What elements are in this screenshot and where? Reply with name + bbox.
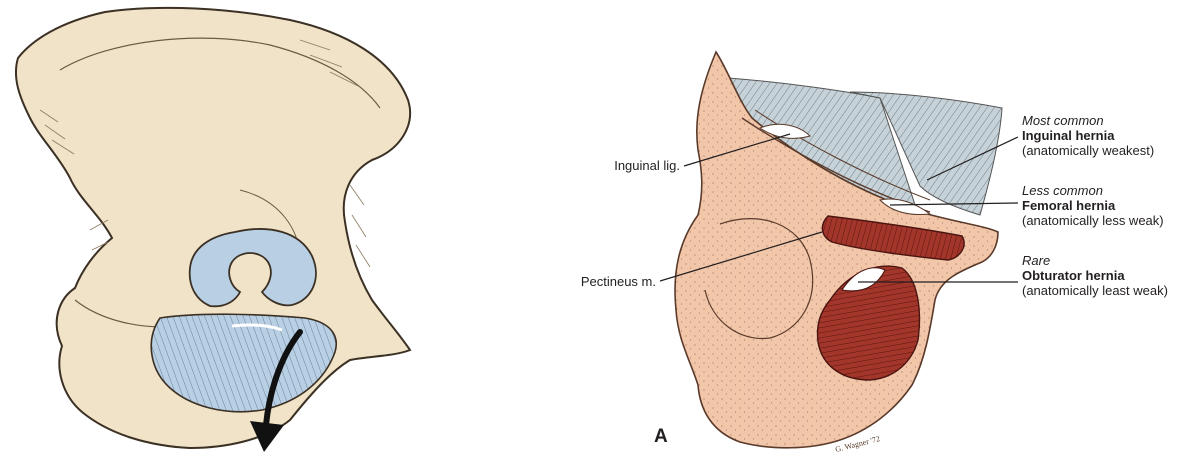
hernia-note: (anatomically least weak): [1022, 283, 1168, 298]
panel-label: A: [654, 426, 668, 448]
hernia-name: Obturator hernia: [1022, 268, 1168, 283]
hernia-group-inguinal: Most common Inguinal hernia (anatomicall…: [1022, 113, 1154, 158]
hernia-frequency: Most common: [1022, 113, 1154, 128]
hernia-frequency: Less common: [1022, 183, 1164, 198]
hernia-group-obturator: Rare Obturator hernia (anatomically leas…: [1022, 253, 1168, 298]
hernia-frequency: Rare: [1022, 253, 1168, 268]
hip-bone-illustration: [16, 8, 410, 452]
label-inguinal-lig: Inguinal lig.: [586, 158, 680, 173]
hernia-name: Femoral hernia: [1022, 198, 1164, 213]
hernia-name: Inguinal hernia: [1022, 128, 1154, 143]
hernia-note: (anatomically less weak): [1022, 213, 1164, 228]
hernia-note: (anatomically weakest): [1022, 143, 1154, 158]
pelvic-region-illustration: G. Wagner '72: [675, 52, 1002, 454]
hernia-group-femoral: Less common Femoral hernia (anatomically…: [1022, 183, 1164, 228]
label-pectineus: Pectineus m.: [562, 274, 656, 289]
